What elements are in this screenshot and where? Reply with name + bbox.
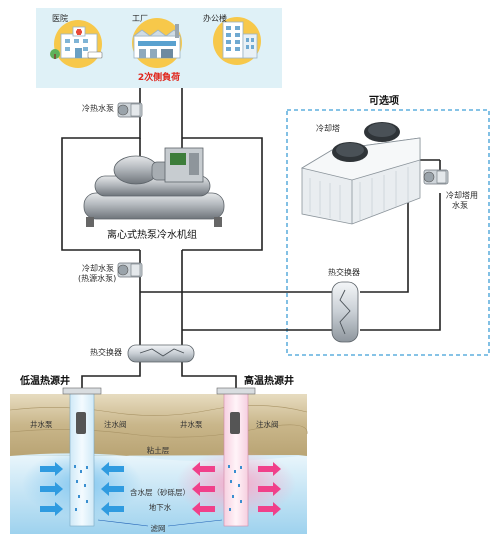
well-pump-left-label: 井水泵 (30, 420, 53, 429)
upper-heat-exchanger-icon (331, 281, 359, 343)
hot-flow-arrows (192, 462, 281, 516)
well-pump-icon (76, 412, 86, 434)
cooling-water-pump-icon (117, 262, 143, 278)
lower-hx-label: 热交换器 (90, 348, 122, 357)
cooling-pump-label-1: 冷却水泵 (82, 264, 114, 273)
cooling-tower-label: 冷却塔 (316, 124, 340, 133)
tower-pump-label-2: 水泵 (452, 201, 468, 210)
injection-valve-left-label: 注水阀 (104, 420, 127, 429)
hospital-label: 医院 (52, 14, 68, 23)
filter-pointer-lines (97, 519, 223, 527)
office-building-icon (213, 17, 261, 65)
cold-flow-arrows (40, 462, 124, 516)
factory-icon (132, 18, 182, 68)
factory-label: 工厂 (132, 14, 148, 23)
groundwater-label: 地下水 (148, 503, 172, 512)
optional-box (286, 109, 490, 356)
cooling-pump-label-2: (热源水泵) (78, 274, 117, 283)
office-label: 办公楼 (203, 14, 227, 23)
cooling-tower-pump-icon (423, 169, 449, 185)
well-pump-right-label: 井水泵 (180, 420, 203, 429)
aquifer-label: 含水层（砂砾层） (130, 488, 190, 497)
high-temp-well (216, 387, 256, 527)
hospital-icon (50, 20, 103, 68)
low-temp-well (62, 387, 102, 527)
injection-valve-icon (230, 412, 240, 434)
chiller-label: 离心式热泵冷水机组 (107, 230, 197, 241)
tower-pump-label-1: 冷却塔用 (446, 191, 478, 200)
filter-screen-label: 滤网 (150, 524, 166, 533)
upper-hx-label: 热交换器 (328, 268, 360, 277)
optional-title: 可选项 (369, 96, 399, 107)
chilled-water-pump-icon (117, 102, 143, 118)
low-temp-well-label: 低温热源井 (20, 376, 70, 387)
injection-valve-right-label: 注水阀 (256, 420, 279, 429)
high-temp-well-label: 高温热源井 (244, 376, 294, 387)
secondary-load-label: 2次侧負荷 (137, 73, 181, 83)
cooling-tower-icon (300, 122, 421, 225)
pipe-network (61, 88, 441, 392)
chilled-pump-label: 冷热水泵 (82, 104, 114, 113)
clay-layer-label: 粘土层 (146, 446, 170, 455)
centrifugal-chiller-icon (83, 147, 225, 227)
ground-cross-section (9, 394, 308, 534)
lower-heat-exchanger-icon (127, 344, 195, 363)
